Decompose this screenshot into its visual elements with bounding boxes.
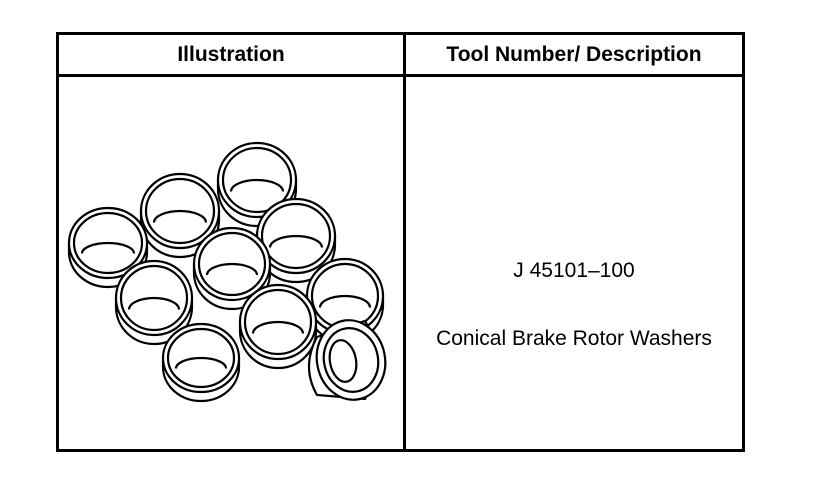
washer-3 bbox=[255, 197, 337, 284]
washer-8 bbox=[238, 283, 318, 370]
washer-tilted bbox=[307, 319, 387, 401]
tool-description: Conical Brake Rotor Washers bbox=[436, 327, 712, 350]
tool-table: Illustration Tool Number/ Description J … bbox=[56, 32, 745, 452]
tool-number: J 45101–100 bbox=[513, 259, 635, 282]
washer-5 bbox=[192, 226, 272, 311]
header-tool-number-description: Tool Number/ Description bbox=[446, 42, 702, 66]
washer-9 bbox=[161, 322, 241, 403]
washer-7 bbox=[114, 259, 194, 346]
washer-2 bbox=[139, 172, 221, 259]
illustration-cell bbox=[59, 77, 403, 449]
description-cell: J 45101–100 Conical Brake Rotor Washers bbox=[406, 77, 742, 449]
conical-washers-illustration bbox=[67, 141, 387, 403]
washer-1 bbox=[216, 141, 298, 228]
column-divider bbox=[403, 35, 406, 449]
header-illustration: Illustration bbox=[177, 42, 285, 66]
washer-4 bbox=[67, 206, 149, 289]
table-header-row: Illustration Tool Number/ Description bbox=[59, 35, 742, 77]
